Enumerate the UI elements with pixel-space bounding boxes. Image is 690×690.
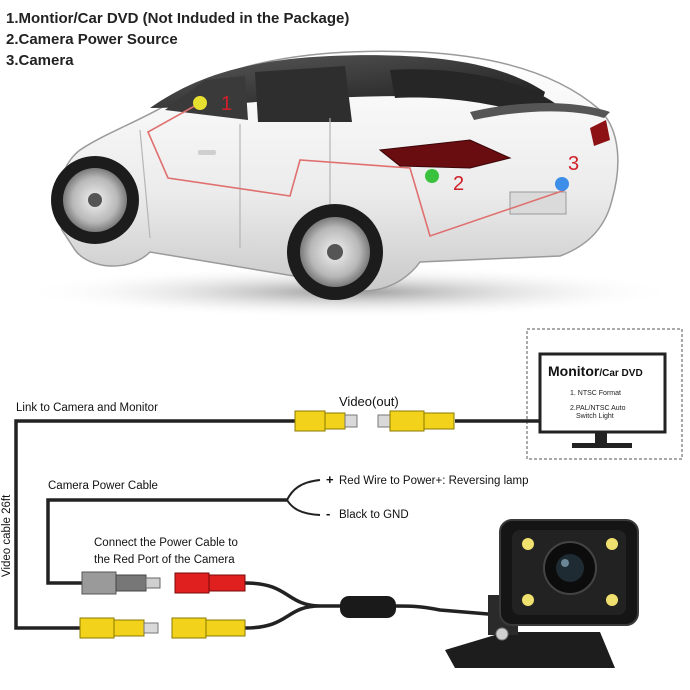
camera-face [512, 530, 626, 615]
legend: 1.Montior/Car DVD (Not Induded in the Pa… [6, 8, 349, 71]
marker-number-1: 1 [221, 93, 232, 115]
camera-body [499, 519, 639, 626]
grey-power-plug [81, 571, 161, 595]
marker-number-2: 2 [453, 173, 464, 195]
camera-led-tr [606, 538, 618, 550]
marker-power [425, 169, 439, 183]
power-split [285, 479, 321, 516]
tailgate-glass [390, 69, 556, 112]
camera-screw [495, 627, 509, 641]
front-window [165, 76, 248, 120]
marker-monitor [193, 96, 207, 110]
monitor-title-main: Monitor [548, 363, 600, 379]
label-power-cable: Camera Power Cable [48, 480, 158, 492]
legend-item-2: 2.Camera Power Source [6, 31, 178, 48]
monitor-spec-2a: 2.PAL/NTSC Auto [570, 405, 626, 412]
monitor-base [572, 443, 632, 448]
camera-led-bl [522, 594, 534, 606]
marker-camera [555, 177, 569, 191]
tail-light-right [590, 120, 610, 146]
camera-lens [556, 554, 584, 582]
monitor-spec-2b: Switch Light [576, 413, 614, 420]
red-power-socket [174, 572, 246, 594]
label-connect-1: Connect the Power Cable to [94, 537, 238, 549]
door-handle [198, 150, 216, 155]
legend-item-1: 1.Montior/Car DVD (Not Induded in the Pa… [6, 10, 350, 27]
camera-led-br [606, 594, 618, 606]
rear-window [255, 66, 352, 122]
camera-harness [244, 581, 501, 630]
monitor-spec-1: 1. NTSC Format [570, 390, 621, 397]
monitor-title-sub: /Car DVD [599, 368, 642, 379]
monitor-screen [538, 352, 667, 434]
label-black-wire: Black to GND [339, 509, 409, 521]
legend-item-3: 3.Camera [6, 52, 74, 69]
label-minus: - [326, 506, 330, 521]
video-rca-plug-right [377, 410, 455, 432]
camera-lens-ring [543, 541, 597, 595]
monitor-title: Monitor/Car DVD [548, 363, 643, 379]
wiring-bg [0, 322, 690, 690]
camera-bracket [488, 595, 518, 635]
car-illustration: 1 2 3 [20, 50, 680, 318]
label-connect-2: the Red Port of the Camera [94, 554, 235, 566]
power-cable [46, 498, 287, 585]
inline-module [340, 596, 396, 618]
rear-wheel [287, 204, 383, 300]
yellow-rca-plug-left [79, 617, 159, 639]
cable-route [146, 102, 566, 238]
camera [445, 519, 639, 668]
label-plus: + [326, 472, 334, 487]
monitor-dashed-box [526, 328, 683, 460]
video-rca-plug-left [294, 410, 358, 432]
marker-number-3: 3 [568, 153, 579, 175]
yellow-rca-plug-right [171, 617, 246, 639]
front-wheel [51, 156, 139, 244]
license-plate [509, 191, 567, 215]
label-red-wire: Red Wire to Power+: Reversing lamp [339, 475, 529, 487]
lens-reflection [561, 559, 569, 567]
label-video-cable: Video cable 26ft [1, 494, 13, 577]
label-video-out: Video(out) [339, 394, 399, 409]
spoiler [470, 103, 610, 120]
camera-mount [445, 632, 615, 668]
camera-led-tl [522, 538, 534, 550]
video-cable-main [14, 419, 295, 630]
tail-light [378, 139, 512, 169]
label-link: Link to Camera and Monitor [16, 402, 158, 414]
monitor-neck [595, 432, 607, 444]
